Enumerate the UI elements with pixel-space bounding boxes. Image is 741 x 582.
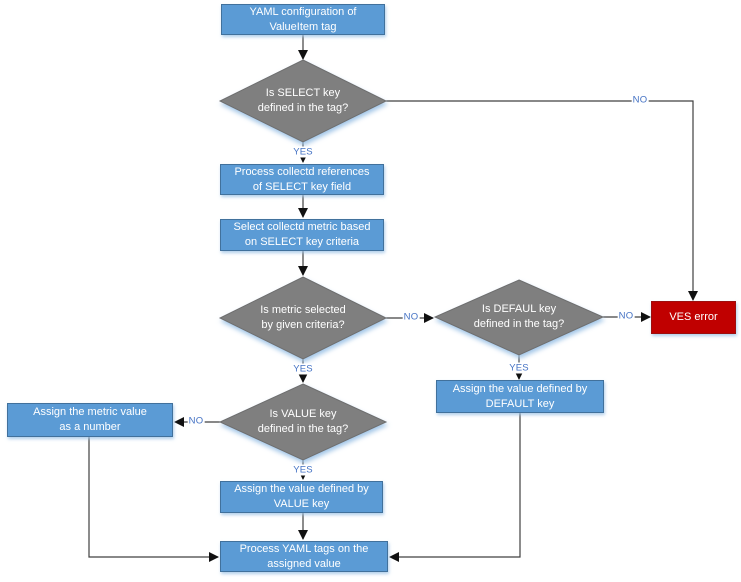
edge-label-no-metric-selected: NO [402, 311, 420, 323]
decision-metric-selected-label: Is metric selected by given criteria? [260, 304, 346, 331]
node-process-yaml-tags: Process YAML tags on the assigned value [220, 541, 388, 572]
connector-assignmetric-to-processyaml [88, 437, 219, 562]
decision-default-key-shape [433, 279, 605, 356]
edge-label-no-value-key: NO [187, 415, 205, 427]
node-ves-error: VES error [651, 301, 736, 334]
edge-label-no-select-key: NO [631, 94, 649, 106]
node-process-references: Process collectd references of SELECT ke… [220, 164, 384, 195]
decision-default-key-label: Is DEFAUL key defined in the tag? [473, 303, 565, 330]
node-yaml-config: YAML configuration of ValueItem tag [221, 4, 385, 35]
edge-label-yes-select-key: YES [292, 146, 314, 158]
decision-value-key-label: Is VALUE key defined in the tag? [257, 408, 349, 435]
node-select-metric: Select collectd metric based on SELECT k… [220, 219, 384, 251]
node-assign-metric-number: Assign the metric value as a number [7, 403, 173, 437]
connector-selectkey-no-to-veserror [386, 100, 698, 301]
connector-assigndefault-to-processyaml [389, 413, 521, 562]
decision-select-key-label: Is SELECT key defined in the tag? [257, 87, 349, 114]
node-assign-default: Assign the value defined by DEFAULT key [436, 380, 604, 413]
decision-select-key-shape [218, 59, 388, 143]
decision-value-key-shape [218, 383, 388, 461]
decision-metric-selected-shape [218, 276, 388, 360]
edge-label-yes-value-key: YES [292, 464, 314, 476]
edge-label-no-default-key: NO [617, 310, 635, 322]
edge-label-yes-default-key: YES [508, 362, 530, 374]
node-assign-value: Assign the value defined by VALUE key [220, 481, 383, 513]
edge-label-yes-metric-selected: YES [292, 363, 314, 375]
